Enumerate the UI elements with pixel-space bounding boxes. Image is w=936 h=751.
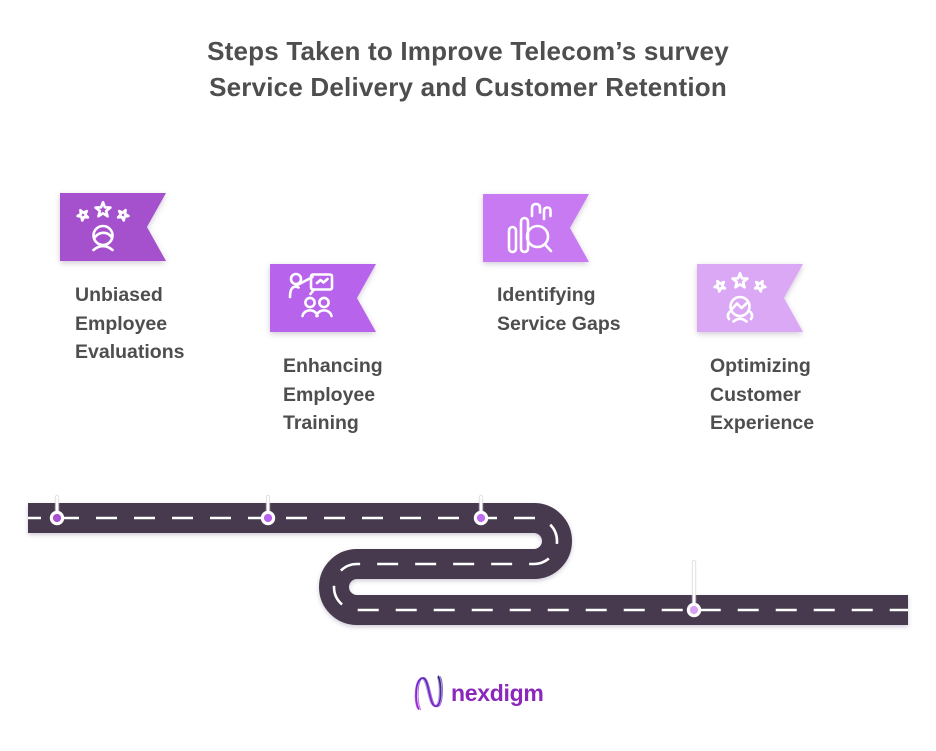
page-title-line-2: Service Delivery and Customer Retention [209,72,727,102]
trainer-presentation-icon [288,272,334,318]
step-label-line: Training [283,412,359,434]
nexdigm-logo: nexdigm [413,672,544,714]
step-label-line: Evaluations [75,341,185,363]
nexdigm-wordmark: nexdigm [451,679,544,706]
step-label-line: Service Gaps [497,312,621,335]
step-label-unbiased-evaluations: Unbiased Employee Evaluations [75,281,184,367]
step-label-enhancing-training: Enhancing Employee Training [283,352,383,438]
stars-customer-icon [712,272,768,323]
step-label-line: Customer [710,383,802,406]
stars-employee-icon [75,201,131,252]
road-marker-1 [52,513,62,523]
nexdigm-mark-icon [414,675,443,711]
road-markers [49,510,702,618]
road-marker-2 [263,513,273,523]
step-label-identifying-gaps: Identifying Service Gaps [497,281,621,338]
step-label-line: Unbiased [75,284,163,306]
road-marker-3 [476,513,486,523]
page-title: Steps Taken to Improve Telecom’s survey … [0,33,936,105]
road-lane-dashes [28,516,908,612]
step-label-line: Enhancing [283,355,383,377]
marker-stems [54,494,697,613]
step-label-line: Employee [283,383,376,406]
bar-chart-magnifier-icon [507,202,553,254]
step-label-optimizing-experience: Optimizing Customer Experience [710,352,814,438]
step-label-line: Optimizing [710,355,811,377]
road-marker-4 [689,605,699,615]
step-label-line: Identifying [497,284,596,306]
step-label-line: Experience [710,412,815,434]
step-label-line: Employee [75,312,168,335]
page-title-line-1: Steps Taken to Improve Telecom’s survey [207,36,729,66]
